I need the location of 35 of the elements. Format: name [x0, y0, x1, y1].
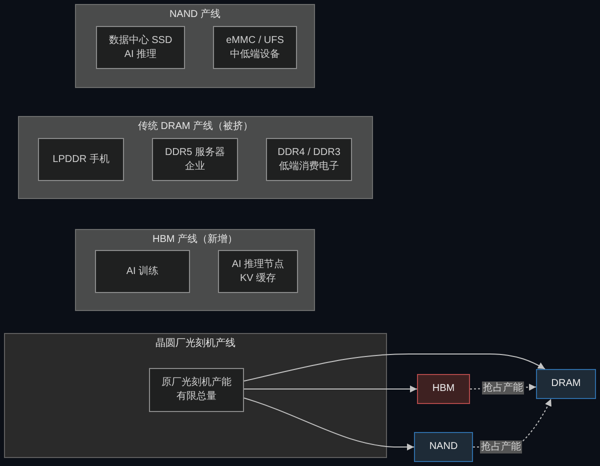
group-panel — [18, 116, 373, 199]
group-panel — [4, 333, 387, 458]
box-text: NAND — [429, 440, 458, 454]
edge-label: 抢占产能 — [482, 382, 524, 394]
process-box — [96, 26, 185, 69]
arrow — [244, 386, 418, 392]
process-box — [149, 368, 244, 412]
group-title: HBM 产线（新增） — [152, 233, 238, 247]
group-panel — [75, 229, 315, 311]
process-box — [95, 250, 190, 293]
process-box — [266, 138, 352, 181]
group-panel — [75, 4, 315, 88]
box-text: 数据中心 SSD AI 推理 — [108, 34, 174, 62]
memory-box — [417, 374, 470, 404]
group-title: 传统 DRAM 产线（被挤） — [138, 120, 253, 134]
box-text: DRAM — [551, 377, 581, 391]
box-text: AI 训练 — [126, 264, 159, 278]
process-box — [38, 138, 124, 181]
memory-box — [414, 432, 473, 462]
process-box — [213, 26, 297, 69]
process-box — [152, 138, 238, 181]
box-text: DDR4 / DDR3 低端消费电子 — [276, 146, 342, 174]
edge-label: 抢占产能 — [480, 440, 522, 454]
box-text: eMMC / UFS 中低端设备 — [225, 34, 285, 62]
memory-box — [536, 369, 596, 399]
box-text: LPDDR 手机 — [52, 152, 110, 166]
box-text: 原厂光刻机产能有限总量 — [160, 376, 232, 404]
group-title: 晶圆厂光刻机产线 — [156, 337, 236, 351]
arrow — [244, 354, 546, 382]
box-text: HBM — [432, 382, 455, 396]
arrow — [244, 398, 414, 450]
process-box — [218, 250, 298, 293]
group-title: NAND 产线 — [169, 8, 221, 22]
box-text: AI 推理节点 KV 缓存 — [230, 258, 286, 286]
box-text: DDR5 服务器企业 — [164, 146, 226, 174]
